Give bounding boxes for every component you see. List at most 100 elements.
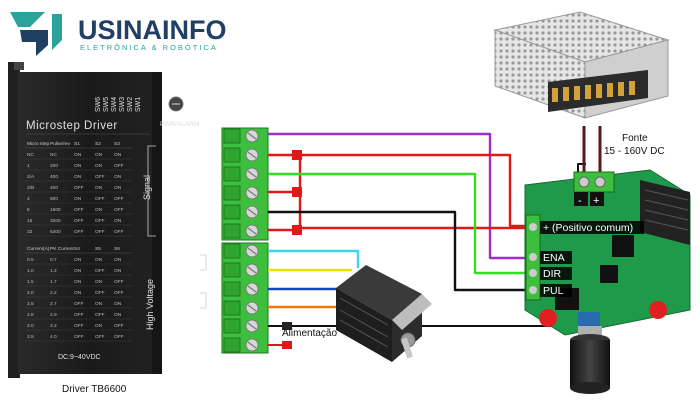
pwr-alarm-label: PWR/ALARM — [160, 121, 199, 128]
table-cell: OFF — [95, 229, 105, 235]
table-cell: NC — [27, 152, 34, 158]
table-cell: 16 — [27, 218, 33, 224]
terminal-screw-slot — [223, 147, 241, 163]
table-cell: ON — [114, 174, 122, 180]
signal-terminal-label: ENA+(+5V) — [163, 150, 217, 162]
table-cell: ON — [95, 323, 103, 329]
table-cell: OFF — [114, 163, 124, 169]
wire-dir — [268, 172, 538, 275]
table-cell: OFF — [74, 185, 84, 191]
table-cell: ON — [114, 185, 122, 191]
dip-switch-label: SW5 — [103, 97, 110, 112]
pul-label: PUL — [543, 285, 564, 297]
supply-minus-label: - — [578, 195, 582, 207]
signal-terminal-label: DIR-(DIR) — [163, 169, 210, 181]
table-cell: 400 — [50, 185, 58, 191]
table-cell: ON — [114, 268, 122, 274]
power-terminal-label: A- — [164, 284, 175, 296]
wire-ena-plus — [268, 153, 538, 230]
dip-switch-label: SW6 — [95, 97, 102, 112]
table-cell: ON — [74, 290, 82, 296]
wire-positive-common — [300, 153, 538, 228]
signal-terminal-label: PUL-(PUL) — [163, 207, 214, 219]
supply-label-line2: 15 - 160V DC — [604, 146, 665, 157]
table-cell: OFF — [114, 207, 124, 213]
table-cell: OFF — [74, 218, 84, 224]
table-cell: 400 — [50, 174, 58, 180]
driver-caption: Driver TB6600 — [62, 384, 127, 395]
ena-label: ENA — [543, 252, 565, 264]
table-cell: OFF — [95, 268, 105, 274]
table-cell: OFF — [95, 290, 105, 296]
table-cell: ON — [95, 163, 103, 169]
table-header-cell: S6 — [114, 246, 120, 252]
dip-switch-label: SW3 — [119, 97, 126, 112]
table-header-cell: Micro step — [27, 141, 49, 147]
table-cell: 2/A — [27, 174, 35, 180]
power-terminal-label: VCC — [164, 340, 187, 352]
table-cell: OFF — [114, 290, 124, 296]
table-cell: ON — [74, 279, 82, 285]
dip-switch-label: SW1 — [135, 97, 142, 112]
table-cell: 1 — [27, 163, 30, 169]
positive-common-label: + (Positivo comum) — [543, 222, 633, 234]
table-cell: 3.2 — [50, 323, 57, 329]
pwm-controller-board: - + — [524, 169, 691, 394]
logo-name: USINAINFO — [78, 15, 227, 45]
table-cell: NC — [50, 152, 57, 158]
driver-voltage-label: DC:9~40VDC — [58, 354, 101, 361]
signal-terminal-label: DIR+(+5V) — [163, 188, 213, 200]
table-cell: 1600 — [50, 207, 61, 213]
table-cell: 1.0 — [27, 268, 34, 274]
table-header-cell: S5 — [95, 246, 101, 252]
terminal-screw-slot — [223, 262, 241, 278]
table-cell: 0.5 — [27, 257, 34, 263]
table-cell: 0.7 — [50, 257, 57, 263]
driver-body — [18, 72, 160, 374]
table-cell: ON — [114, 301, 122, 307]
table-cell: ON — [74, 174, 82, 180]
logo-tagline: ELETRÔNICA & ROBÓTICA — [80, 43, 218, 52]
terminal-screw-slot — [223, 281, 241, 297]
table-header-cell: S4 — [74, 246, 80, 252]
wire-b-minus — [268, 249, 360, 268]
terminal-screw-slot — [223, 223, 241, 239]
table-cell: OFF — [74, 207, 84, 213]
wire-pul — [268, 210, 538, 292]
table-cell: ON — [74, 268, 82, 274]
table-header-cell: Current(A) — [27, 246, 50, 252]
table-cell: OFF — [95, 196, 105, 202]
table-cell: OFF — [114, 334, 124, 340]
signal-terminal-labels: ENA-(ENA)ENA+(+5V)DIR-(DIR)DIR+(+5V)PUL-… — [163, 131, 217, 238]
table-cell: OFF — [114, 229, 124, 235]
wire-tips — [282, 150, 302, 349]
table-cell: ON — [74, 163, 82, 169]
table-cell: OFF — [95, 334, 105, 340]
table-cell: 2.9 — [50, 312, 57, 318]
power-supply — [493, 11, 670, 119]
table-cell: ON — [74, 152, 82, 158]
motor-power-label: Alimentação — [282, 328, 337, 339]
dip-switch-label: SW2 — [127, 97, 134, 112]
dir-label: DIR — [543, 268, 562, 280]
table-cell: 3.0 — [27, 323, 34, 329]
table-cell: ON — [74, 257, 82, 263]
table-cell: OFF — [95, 174, 105, 180]
table-cell: 4 — [27, 196, 30, 202]
terminal-screw-slot — [223, 166, 241, 182]
signal-group-label: Signal — [142, 175, 152, 200]
table-cell: ON — [114, 257, 122, 263]
table-header-cell: S3 — [114, 141, 120, 147]
table-cell: ON — [114, 312, 122, 318]
table-cell: 2.0 — [27, 290, 34, 296]
terminal-screw-slot — [223, 337, 241, 353]
wire-ena — [268, 132, 538, 260]
high-voltage-group-label: High Voltage — [145, 279, 155, 330]
table-cell: 2.7 — [50, 301, 57, 307]
table-cell: OFF — [95, 312, 105, 318]
terminal-screw-slot — [223, 128, 241, 144]
